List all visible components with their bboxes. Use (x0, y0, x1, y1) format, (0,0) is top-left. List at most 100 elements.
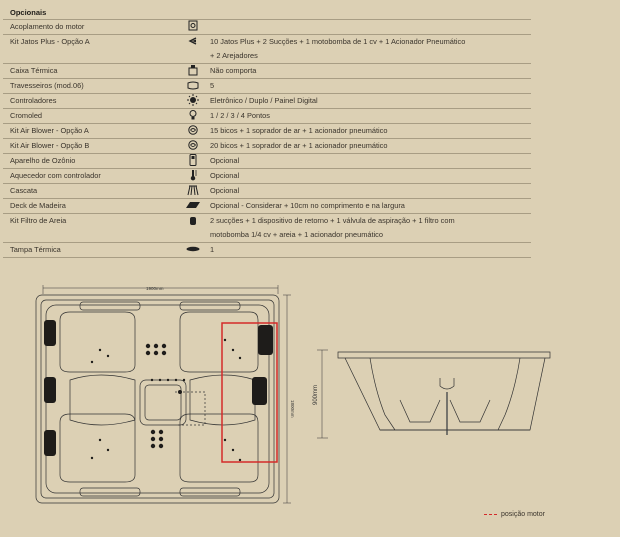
option-icon-cell (175, 123, 210, 139)
option-value: 1 (210, 242, 531, 258)
option-name: Travesseiros (mod.06) (3, 78, 175, 94)
option-value-line: Não comporta (210, 66, 257, 75)
option-name: Cascata (3, 183, 175, 199)
option-value: Opcional (210, 168, 531, 184)
option-row: Cromoled 1 / 2 / 3 / 4 Pontos (3, 108, 531, 124)
light-bulb-icon (186, 109, 200, 121)
option-row: Controladores Eletrônico / Duplo / Painel… (3, 93, 531, 109)
option-name: Aquecedor com controlador (3, 168, 175, 184)
option-icon-cell (175, 242, 210, 258)
option-icon-cell (175, 19, 210, 35)
option-value-line: Eletrônico / Duplo / Painel Digital (210, 96, 318, 105)
option-row: Cascata Opcional (3, 183, 531, 199)
jets (90, 338, 242, 462)
option-value-line-2: motobomba 1/4 cv + areia + 1 acionador p… (210, 230, 383, 239)
option-value-line: 1 (210, 245, 215, 254)
option-row: Kit Air Blower - Opção B 20 bicos + 1 sop… (3, 138, 531, 154)
option-row: Kit Air Blower - Opção A 15 bicos + 1 sop… (3, 123, 531, 139)
tub-top-view (35, 294, 280, 504)
option-value: Opcional - Considerar + 10cm no comprime… (210, 198, 531, 214)
waterfall-icon (186, 184, 200, 196)
option-value (210, 19, 531, 35)
legend-dash (484, 514, 497, 515)
option-icon-cell (175, 93, 210, 109)
option-value: Opcional (210, 183, 531, 199)
height-dimension (317, 349, 328, 439)
option-value-line: 5 (210, 81, 215, 90)
option-name: Cromoled (3, 108, 175, 124)
option-value-line: Opcional (210, 186, 240, 195)
width-dimension (42, 285, 279, 294)
pillows (44, 320, 273, 456)
option-row: Aquecedor com controlador Opcional (3, 168, 531, 184)
ozone-device-icon (186, 154, 200, 167)
motor-position-marker (221, 322, 278, 463)
option-icon-cell (175, 198, 210, 214)
option-value-line: Opcional (210, 156, 240, 165)
option-name: Kit Air Blower - Opção A (3, 123, 175, 139)
heater-icon (186, 169, 200, 181)
option-value-line: Opcional (210, 171, 240, 180)
option-icon-cell (175, 153, 210, 169)
option-icon-cell (175, 108, 210, 124)
option-name: Caixa Térmica (3, 63, 175, 79)
option-value-line: 2 sucções + 1 dispositivo de retorno + 1… (210, 216, 455, 225)
option-value-line: 20 bicos + 1 soprador de ar + 1 acionado… (210, 141, 388, 150)
option-value: 10 Jatos Plus + 2 Sucções + 1 motobomba … (210, 34, 531, 64)
motor-coupling-icon (186, 20, 200, 32)
air-blower-icon (186, 124, 200, 136)
option-row: Travesseiros (mod.06) 5 (3, 78, 531, 94)
pillow-icon (186, 79, 200, 91)
option-value: 5 (210, 78, 531, 94)
legend: posição motor (484, 511, 545, 518)
option-value: Não comporta (210, 63, 531, 79)
option-value: Opcional (210, 153, 531, 169)
option-value-line: 10 Jatos Plus + 2 Sucções + 1 motobomba … (210, 37, 466, 46)
option-value: Eletrônico / Duplo / Painel Digital (210, 93, 531, 109)
sand-filter-icon (186, 214, 200, 226)
option-value-line: 1 / 2 / 3 / 4 Pontos (210, 111, 270, 120)
option-icon-cell (175, 138, 210, 154)
height-label: 900mm (313, 385, 319, 405)
option-row: Kit Filtro de Areia 2 sucções + 1 disposi… (3, 213, 531, 243)
option-icon-cell (175, 168, 210, 184)
option-value: 20 bicos + 1 soprador de ar + 1 acionado… (210, 138, 531, 154)
option-row: Acoplamento do motor (3, 19, 531, 35)
option-value: 15 bicos + 1 soprador de ar + 1 acionado… (210, 123, 531, 139)
option-name: Controladores (3, 93, 175, 109)
option-name: Kit Jatos Plus - Opção A (3, 34, 175, 64)
tub-side-view (337, 351, 551, 435)
option-row: Deck de Madeira Opcional - Considerar + 1… (3, 198, 531, 214)
thermal-box-icon (186, 64, 200, 76)
option-value: 2 sucções + 1 dispositivo de retorno + 1… (210, 213, 531, 243)
legend-label: posição motor (501, 511, 545, 518)
tub-diagram: 1900mm (0, 280, 620, 532)
depth-dimension (283, 294, 291, 504)
tub-drawings: 1900mm (35, 285, 551, 504)
option-value: 1 / 2 / 3 / 4 Pontos (210, 108, 531, 124)
controller-icon (186, 94, 200, 107)
option-name: Kit Air Blower - Opção B (3, 138, 175, 154)
option-name: Deck de Madeira (3, 198, 175, 214)
option-value-line-2: + 2 Arejadores (210, 51, 258, 60)
option-icon-cell (175, 34, 210, 64)
option-row: Caixa Térmica Não comporta (3, 63, 531, 79)
width-label: 1900mm (146, 286, 164, 291)
air-blower-icon (186, 139, 200, 151)
option-icon-cell (175, 213, 210, 243)
option-icon-cell (175, 183, 210, 199)
wood-deck-icon (185, 199, 200, 211)
depth-label: 1800mm (290, 400, 295, 418)
option-name: Kit Filtro de Areia (3, 213, 175, 243)
option-value-line: Opcional - Considerar + 10cm no comprime… (210, 201, 405, 210)
option-value-line: 15 bicos + 1 soprador de ar + 1 acionado… (210, 126, 388, 135)
option-icon-cell (175, 63, 210, 79)
thermal-cover-icon (186, 243, 200, 255)
jets-icon (186, 35, 200, 47)
option-row: Kit Jatos Plus - Opção A 10 Jatos Plus + … (3, 34, 531, 64)
